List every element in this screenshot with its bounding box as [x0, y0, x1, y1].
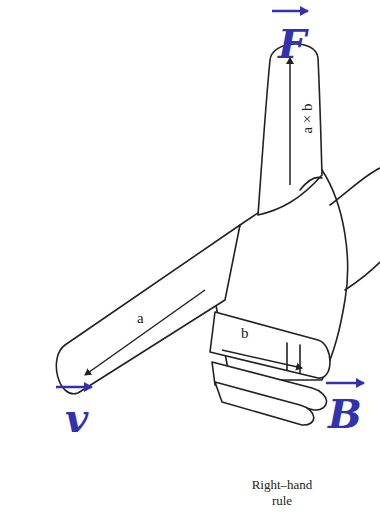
finger-label: b — [241, 326, 249, 341]
figure-caption: Right–hand rule — [243, 477, 321, 508]
cross-product-label: a × b — [300, 103, 315, 133]
finger-label: a — [137, 311, 144, 326]
force-vector-label: F — [278, 24, 306, 64]
velocity-vector-label: v — [65, 398, 88, 438]
field-vector-label: B — [328, 394, 362, 434]
